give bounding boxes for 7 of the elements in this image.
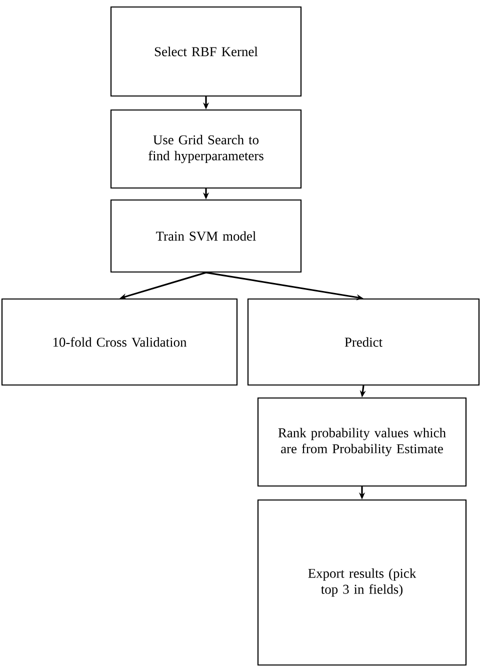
process-box: Export results (pick top 3 in fields) (257, 499, 467, 666)
process-box: Select RBF Kernel (110, 6, 302, 97)
process-box: 10-fold Cross Validation (1, 298, 238, 386)
process-box: Use Grid Search to find hyperparameters (110, 109, 302, 189)
process-box: Train SVM model (110, 199, 302, 273)
process-box: Predict (247, 298, 480, 386)
process-box: Rank probability values which are from Probability Estimate (257, 397, 467, 487)
